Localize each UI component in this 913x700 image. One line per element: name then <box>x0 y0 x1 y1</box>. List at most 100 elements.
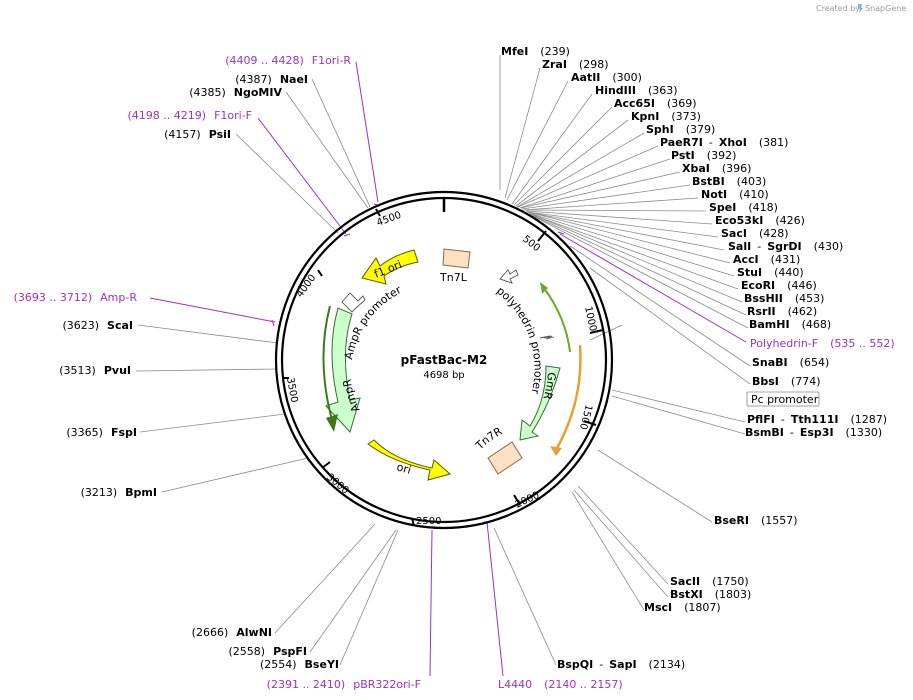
ampr-feature[interactable] <box>325 307 361 433</box>
enzyme-label[interactable]: (2558)PspFI <box>229 645 307 658</box>
enzyme-label[interactable]: BssHII(453) <box>744 292 824 305</box>
enzyme-label[interactable]: (4157)PsiI <box>164 128 231 141</box>
svg-text:(2558)PspFI: (2558)PspFI <box>229 645 307 658</box>
enzyme-label[interactable]: SphI(379) <box>646 123 715 136</box>
pc-promoter-glyph-icon <box>539 335 555 340</box>
snapgene-logo-icon <box>858 4 863 13</box>
svg-text:RsrII(462): RsrII(462) <box>747 305 817 318</box>
svg-text:(4157)PsiI: (4157)PsiI <box>164 128 231 141</box>
tn7r-label: Tn7R <box>472 424 504 452</box>
svg-text:PaeR7I-XhoI(381): PaeR7I-XhoI(381) <box>660 136 788 149</box>
enzyme-label[interactable]: NotI(410) <box>701 188 769 201</box>
svg-text:(2391 .. 2410)pBR322ori-F: (2391 .. 2410)pBR322ori-F <box>267 678 421 691</box>
svg-text:SpeI(418): SpeI(418) <box>709 201 778 214</box>
enzyme-label[interactable]: SnaBI(654) <box>752 356 829 369</box>
enzyme-label[interactable]: SacII(1750) <box>670 575 749 588</box>
svg-text:StuI(440): StuI(440) <box>737 266 804 279</box>
svg-text:AatII(300): AatII(300) <box>571 71 642 84</box>
ampr-promoter-arrow-icon <box>341 292 366 313</box>
enzyme-label[interactable]: MscI(1807) <box>644 601 721 614</box>
polyhedrin-promoter-arrow-icon <box>499 269 519 284</box>
svg-text:(4385)NgoMIV: (4385)NgoMIV <box>189 86 282 99</box>
ori-label: ori <box>395 460 412 476</box>
svg-text:(2666)AlwNI: (2666)AlwNI <box>192 626 272 639</box>
svg-text:NotI(410): NotI(410) <box>701 188 769 201</box>
enzyme-label[interactable]: PflFI-Tth111I(1287) <box>747 413 887 426</box>
svg-text:(3623)ScaI: (3623)ScaI <box>62 319 133 332</box>
features: Tn7L f1 ori ori <box>322 248 582 481</box>
ampr-orf-arrow-icon <box>326 414 338 432</box>
enzyme-label[interactable]: (4387)NaeI <box>235 73 308 86</box>
pc-promoter-box[interactable] <box>746 391 820 407</box>
polyhedrin-promoter-label: polyhedrin promoter <box>494 284 545 395</box>
tn7l-label: Tn7L <box>439 271 468 284</box>
tick-label: 2000 <box>514 490 542 511</box>
plasmid-length: 4698 bp <box>423 370 464 381</box>
pc-promoter-label: Pc promoter <box>751 393 819 406</box>
enzyme-label[interactable]: BamHI(468) <box>749 318 831 331</box>
enzyme-label[interactable]: BseRI(1557) <box>714 514 798 527</box>
enzyme-label[interactable]: BstXI(1803) <box>670 588 751 601</box>
svg-text:XbaI(396): XbaI(396) <box>682 162 751 175</box>
enzyme-label[interactable]: KpnI(373) <box>631 110 701 123</box>
gmr-feature[interactable] <box>519 365 561 441</box>
enzyme-label[interactable]: (4385)NgoMIV <box>189 86 282 99</box>
enzyme-label[interactable]: SpeI(418) <box>709 201 778 214</box>
enzyme-labels: MfeI(239) ZraI(298) AatII(300) HindIII(3… <box>59 45 887 671</box>
enzyme-label[interactable]: HindIII(363) <box>595 84 678 97</box>
svg-text:(3693 .. 3712)Amp-R: (3693 .. 3712)Amp-R <box>14 291 138 304</box>
credit-brand: SnapGene <box>865 4 906 13</box>
svg-text:Eco53kI(426): Eco53kI(426) <box>715 214 805 227</box>
enzyme-label[interactable]: RsrII(462) <box>747 305 817 318</box>
enzyme-label[interactable]: MfeI(239) <box>501 45 570 58</box>
f1ori-feature[interactable] <box>361 249 419 285</box>
orange-orf-line <box>554 344 582 451</box>
enzyme-label[interactable]: EcoRI(446) <box>741 279 817 292</box>
enzyme-label[interactable]: XbaI(396) <box>682 162 751 175</box>
svg-text:(2554)BseYI: (2554)BseYI <box>260 658 339 671</box>
enzyme-label[interactable]: AccI(431) <box>733 253 800 266</box>
enzyme-label[interactable]: BsmBI-Esp3I(1330) <box>745 426 882 439</box>
tick-label: 2500 <box>416 516 441 527</box>
svg-text:ZraI(298): ZraI(298) <box>542 58 609 71</box>
svg-text:HindIII(363): HindIII(363) <box>595 84 678 97</box>
primer-label[interactable]: (4198 .. 4219)F1ori-F <box>128 109 253 122</box>
enzyme-label[interactable]: (3623)ScaI <box>62 319 133 332</box>
tn7r-feature[interactable] <box>487 441 523 475</box>
enzyme-label[interactable]: PstI(392) <box>671 149 736 162</box>
primer-label[interactable]: (3693 .. 3712)Amp-R <box>14 291 138 304</box>
enzyme-label[interactable]: StuI(440) <box>737 266 804 279</box>
enzyme-label[interactable]: PaeR7I-XhoI(381) <box>660 136 788 149</box>
enzyme-label[interactable]: BstBI(403) <box>692 175 766 188</box>
tn7l-feature[interactable] <box>442 248 471 269</box>
svg-text:Polyhedrin-F(535 .. 552): Polyhedrin-F(535 .. 552) <box>750 337 895 350</box>
plasmid-backbone <box>274 190 614 530</box>
enzyme-label[interactable]: (3213)BpmI <box>81 486 157 499</box>
enzyme-label[interactable]: (3365)FspI <box>66 426 137 439</box>
svg-text:(3365)FspI: (3365)FspI <box>66 426 137 439</box>
primer-label[interactable]: Polyhedrin-F(535 .. 552) <box>750 337 895 350</box>
svg-text:SnaBI(654): SnaBI(654) <box>752 356 829 369</box>
enzyme-label[interactable]: BspQI-SapI(2134) <box>557 658 685 671</box>
ori-feature[interactable] <box>367 439 452 481</box>
enzyme-label[interactable]: BbsI(774) <box>752 375 821 388</box>
gmr-label: GmR <box>540 372 558 402</box>
enzyme-label[interactable]: Acc65I(369) <box>614 97 697 110</box>
enzyme-label[interactable]: (3513)PvuI <box>59 364 131 377</box>
tick-label: 1000 <box>582 305 598 332</box>
enzyme-label[interactable]: Eco53kI(426) <box>715 214 805 227</box>
tick-label: 500 <box>520 234 542 254</box>
enzyme-label[interactable]: SalI-SgrDI(430) <box>728 240 843 253</box>
tick-label: 3000 <box>324 472 351 497</box>
enzyme-label[interactable]: (2666)AlwNI <box>192 626 272 639</box>
tick-label: 3500 <box>284 377 299 404</box>
enzyme-label[interactable]: (2554)BseYI <box>260 658 339 671</box>
orange-orf-arrow-icon <box>550 446 562 456</box>
primer-label[interactable]: (4409 .. 4428)F1ori-R <box>225 54 351 67</box>
primer-label[interactable]: L4440(2140 .. 2157) <box>498 678 623 691</box>
enzyme-label[interactable]: AatII(300) <box>571 71 642 84</box>
enzyme-label[interactable]: ZraI(298) <box>542 58 609 71</box>
primer-label[interactable]: (2391 .. 2410)pBR322ori-F <box>267 678 421 691</box>
enzyme-label[interactable]: SacI(428) <box>721 227 789 240</box>
